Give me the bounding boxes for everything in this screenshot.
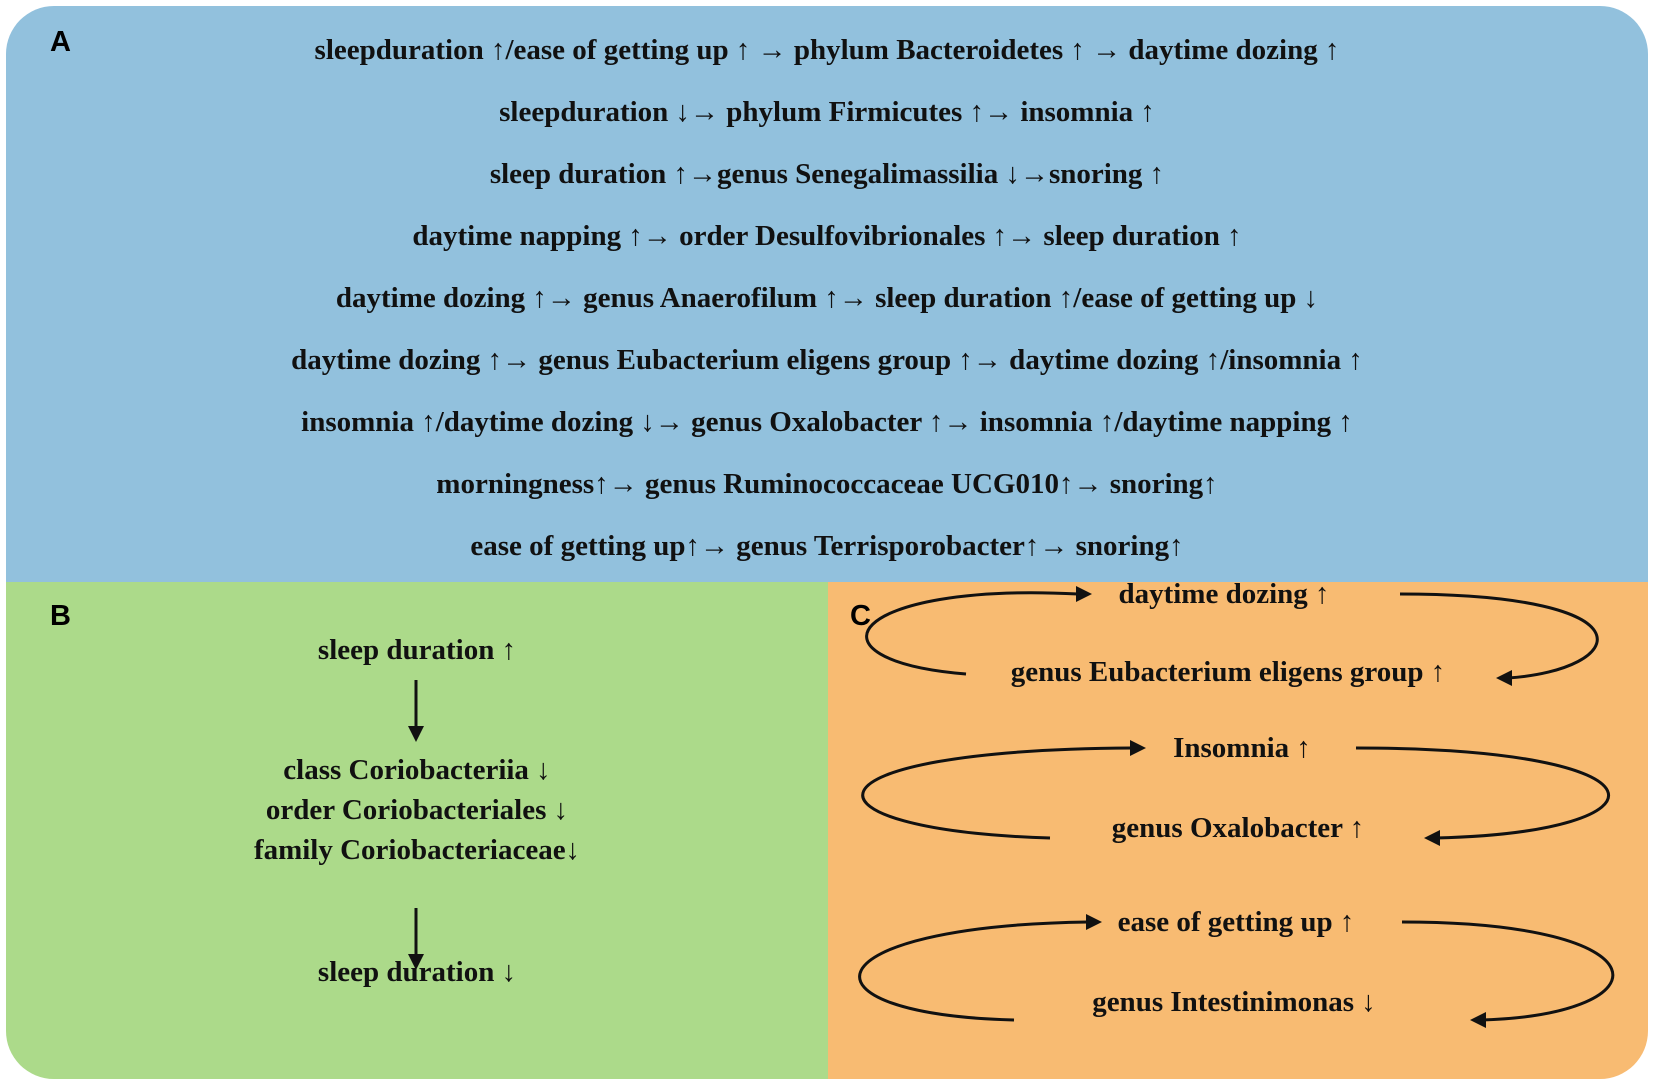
down-arrow-1-head [408, 726, 424, 742]
relation-line: insomnia ↑/daytime dozing ↓→ genus Oxalo… [301, 406, 1353, 438]
feedback-loop-3-left [858, 920, 1089, 1022]
relation-line: sleepduration ↑/ease of getting up ↑ → p… [314, 34, 1340, 66]
loop-2-bottom-node: genus Oxalobacter ↑ [1111, 812, 1365, 844]
feedback-loop-3-right-head [1470, 1012, 1486, 1028]
relation-line: ease of getting up↑→ genus Terrisporobac… [470, 530, 1184, 562]
relation-line: morningness↑→ genus Ruminococcaceae UCG0… [436, 468, 1218, 500]
panel-a: A sleepduration ↑/ease of getting up ↑ →… [6, 6, 1648, 582]
loop-3-bottom-node: genus Intestinimonas ↓ [1092, 986, 1376, 1018]
loop-1-bottom-node: genus Eubacterium eligens group ↑ [1010, 656, 1446, 688]
loop-3-top-node: ease of getting up ↑ [1117, 906, 1355, 938]
feedback-loop-2-right [1355, 746, 1611, 840]
relation-line: sleep duration ↑→genus Senegalimassilia … [489, 158, 1165, 190]
feedback-loop-3-left-head [1086, 914, 1102, 930]
figure: A sleepduration ↑/ease of getting up ↑ →… [6, 6, 1648, 1079]
panel-b-label: B [50, 600, 71, 632]
relation-line: daytime dozing ↑→ genus Anaerofilum ↑→ s… [335, 282, 1319, 314]
panel-b: B sleep duration ↑ class Coriobacteriia … [6, 582, 828, 1079]
panel-b-arrows [408, 680, 424, 970]
feedback-loop-1-left [865, 591, 1079, 676]
sleep-duration-up-node: sleep duration ↑ [317, 634, 517, 666]
feedback-loop-1-right [1399, 592, 1599, 680]
taxon-family: family Coriobacteriaceae↓ [253, 834, 581, 866]
down-arrow-2-head [408, 954, 424, 970]
feedback-loop-2-left-head [1130, 740, 1146, 756]
loop-2-top-node: Insomnia ↑ [1173, 732, 1311, 764]
panel-c-loops [858, 586, 1615, 1028]
relation-line: sleepduration ↓→ phylum Firmicutes ↑→ in… [499, 96, 1155, 128]
sleep-duration-down-node: sleep duration ↓ [317, 956, 517, 988]
feedback-loop-2-left [861, 746, 1133, 840]
loop-1-top-node: daytime dozing ↑ [1118, 578, 1330, 610]
panel-c: C daytime dozing ↑ genus Eubacterium eli… [828, 578, 1648, 1079]
feedback-loop-2-right-head [1424, 830, 1440, 846]
feedback-loop-1-left-head [1076, 586, 1092, 602]
relation-line: daytime napping ↑→ order Desulfovibriona… [412, 220, 1242, 252]
relation-line: daytime dozing ↑→ genus Eubacterium elig… [291, 344, 1363, 376]
panel-a-label: A [50, 26, 71, 58]
feedback-loop-1-right-head [1496, 670, 1512, 686]
feedback-loop-3-right [1401, 920, 1615, 1022]
taxon-class: class Coriobacteriia ↓ [283, 754, 551, 786]
taxon-order: order Coriobacteriales ↓ [265, 794, 569, 826]
panel-c-label: C [850, 600, 871, 632]
